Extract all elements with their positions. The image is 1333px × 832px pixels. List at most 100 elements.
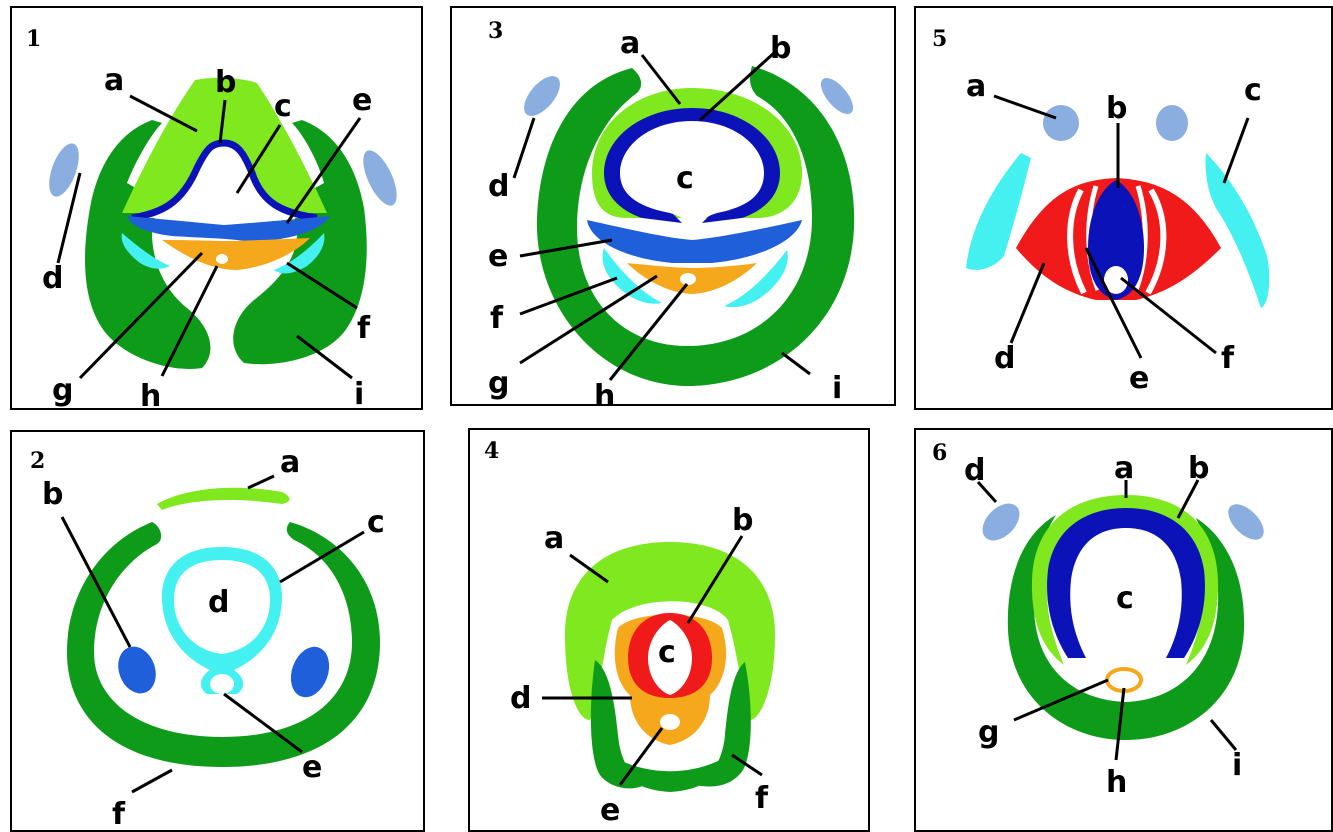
label-a: a — [1114, 451, 1134, 486]
leader-i — [1209, 719, 1238, 751]
notochord — [1104, 266, 1128, 294]
leader-a — [640, 54, 682, 105]
leader-e — [285, 117, 362, 224]
leader-e — [519, 238, 613, 258]
leader-a — [569, 553, 609, 584]
label-g: g — [52, 373, 73, 408]
panel-5-number: 5 — [932, 26, 947, 52]
panel-4-diagram: 4 a b c d e f — [484, 438, 775, 828]
somite-base — [620, 760, 720, 792]
leader-d — [976, 480, 998, 504]
label-f: f — [112, 797, 126, 832]
leader-b — [218, 99, 227, 144]
label-b: b — [215, 65, 236, 100]
notochord-sheath — [1105, 667, 1143, 693]
label-d: d — [964, 453, 985, 488]
somite-right — [695, 662, 751, 787]
leader-g — [78, 251, 204, 380]
vessel-right — [1228, 504, 1264, 540]
label-c: c — [367, 505, 385, 540]
label-a: a — [104, 63, 124, 98]
label-d: d — [488, 169, 509, 204]
leader-f — [131, 768, 173, 794]
label-b: b — [1188, 451, 1209, 486]
label-c: c — [274, 89, 292, 124]
label-i: i — [832, 371, 842, 406]
vessel-right — [820, 77, 854, 115]
vessel-right — [1156, 105, 1188, 141]
label-f: f — [490, 301, 504, 336]
label-a: a — [544, 521, 564, 556]
label-d: d — [994, 341, 1015, 376]
label-d: d — [510, 681, 531, 716]
vessel-right — [290, 646, 330, 698]
label-f: f — [755, 781, 769, 816]
label-a: a — [966, 69, 986, 104]
vessel-left — [982, 503, 1020, 541]
leader-b — [698, 51, 776, 122]
leader-f — [519, 276, 618, 316]
leader-f — [1120, 276, 1217, 355]
label-h: h — [140, 379, 161, 410]
panel-2-diagram: 2 a b c d e f — [30, 445, 385, 832]
leader-e — [1084, 247, 1143, 359]
neural-plate — [131, 139, 318, 222]
panel-3: 3 a b c d e f g h i — [450, 6, 896, 406]
endoderm-layer — [587, 220, 802, 263]
vessel-left — [524, 76, 560, 116]
mesoderm-right — [274, 233, 325, 274]
panel-4-number: 4 — [484, 438, 499, 464]
label-c: c — [658, 635, 676, 670]
notochord — [216, 254, 228, 264]
somite-left — [590, 660, 645, 789]
label-g: g — [978, 715, 999, 750]
somite-left — [85, 120, 211, 369]
leader-i — [781, 351, 811, 376]
leader-c — [1222, 117, 1250, 184]
neural-canal — [620, 121, 764, 233]
label-b: b — [42, 477, 63, 512]
label-b: b — [732, 503, 753, 538]
panel-3-diagram: 3 a b c d e f g h i — [488, 18, 855, 406]
panel-6-diagram: 6 a b c d g h i — [932, 440, 1264, 800]
label-e: e — [1129, 361, 1149, 396]
label-g: g — [488, 366, 509, 401]
leader-a — [993, 94, 1057, 120]
label-e: e — [600, 793, 620, 828]
leader-d — [56, 172, 82, 264]
panel-1-diagram: 1 a b c e d f g h i — [26, 26, 397, 410]
label-e: e — [302, 750, 322, 785]
panel-2-number: 2 — [30, 448, 45, 474]
mesoderm-left — [121, 233, 170, 269]
leader-c — [279, 530, 365, 584]
leader-b — [60, 516, 132, 648]
panel-3-number: 3 — [488, 18, 503, 44]
notochord — [680, 273, 696, 285]
vessel-left — [49, 143, 79, 197]
ectoderm — [565, 542, 775, 720]
label-i: i — [1232, 748, 1242, 783]
panel-6-number: 6 — [932, 440, 947, 466]
somite-ring — [1007, 515, 1245, 740]
leader-a — [129, 94, 198, 133]
neural-canal — [648, 620, 692, 695]
label-h: h — [594, 379, 615, 406]
mesoderm-left — [966, 153, 1031, 270]
panel-1: 1 a b c e d f g h i — [10, 6, 423, 410]
label-a: a — [280, 445, 300, 480]
label-e: e — [352, 83, 372, 118]
label-f: f — [1221, 341, 1235, 376]
panel-5: 5 a b c d e f — [914, 6, 1333, 410]
leader-b — [686, 535, 744, 624]
leader-e — [223, 692, 303, 754]
mesoderm-right — [724, 250, 788, 308]
notochord-sheath — [162, 238, 310, 270]
endoderm-layer — [127, 216, 330, 242]
leader-h — [608, 283, 689, 381]
label-e: e — [488, 239, 508, 274]
separation-left — [1067, 188, 1087, 295]
notochord — [660, 714, 680, 730]
leader-a — [247, 474, 275, 490]
label-b: b — [770, 31, 791, 66]
neural-canal — [174, 560, 270, 654]
